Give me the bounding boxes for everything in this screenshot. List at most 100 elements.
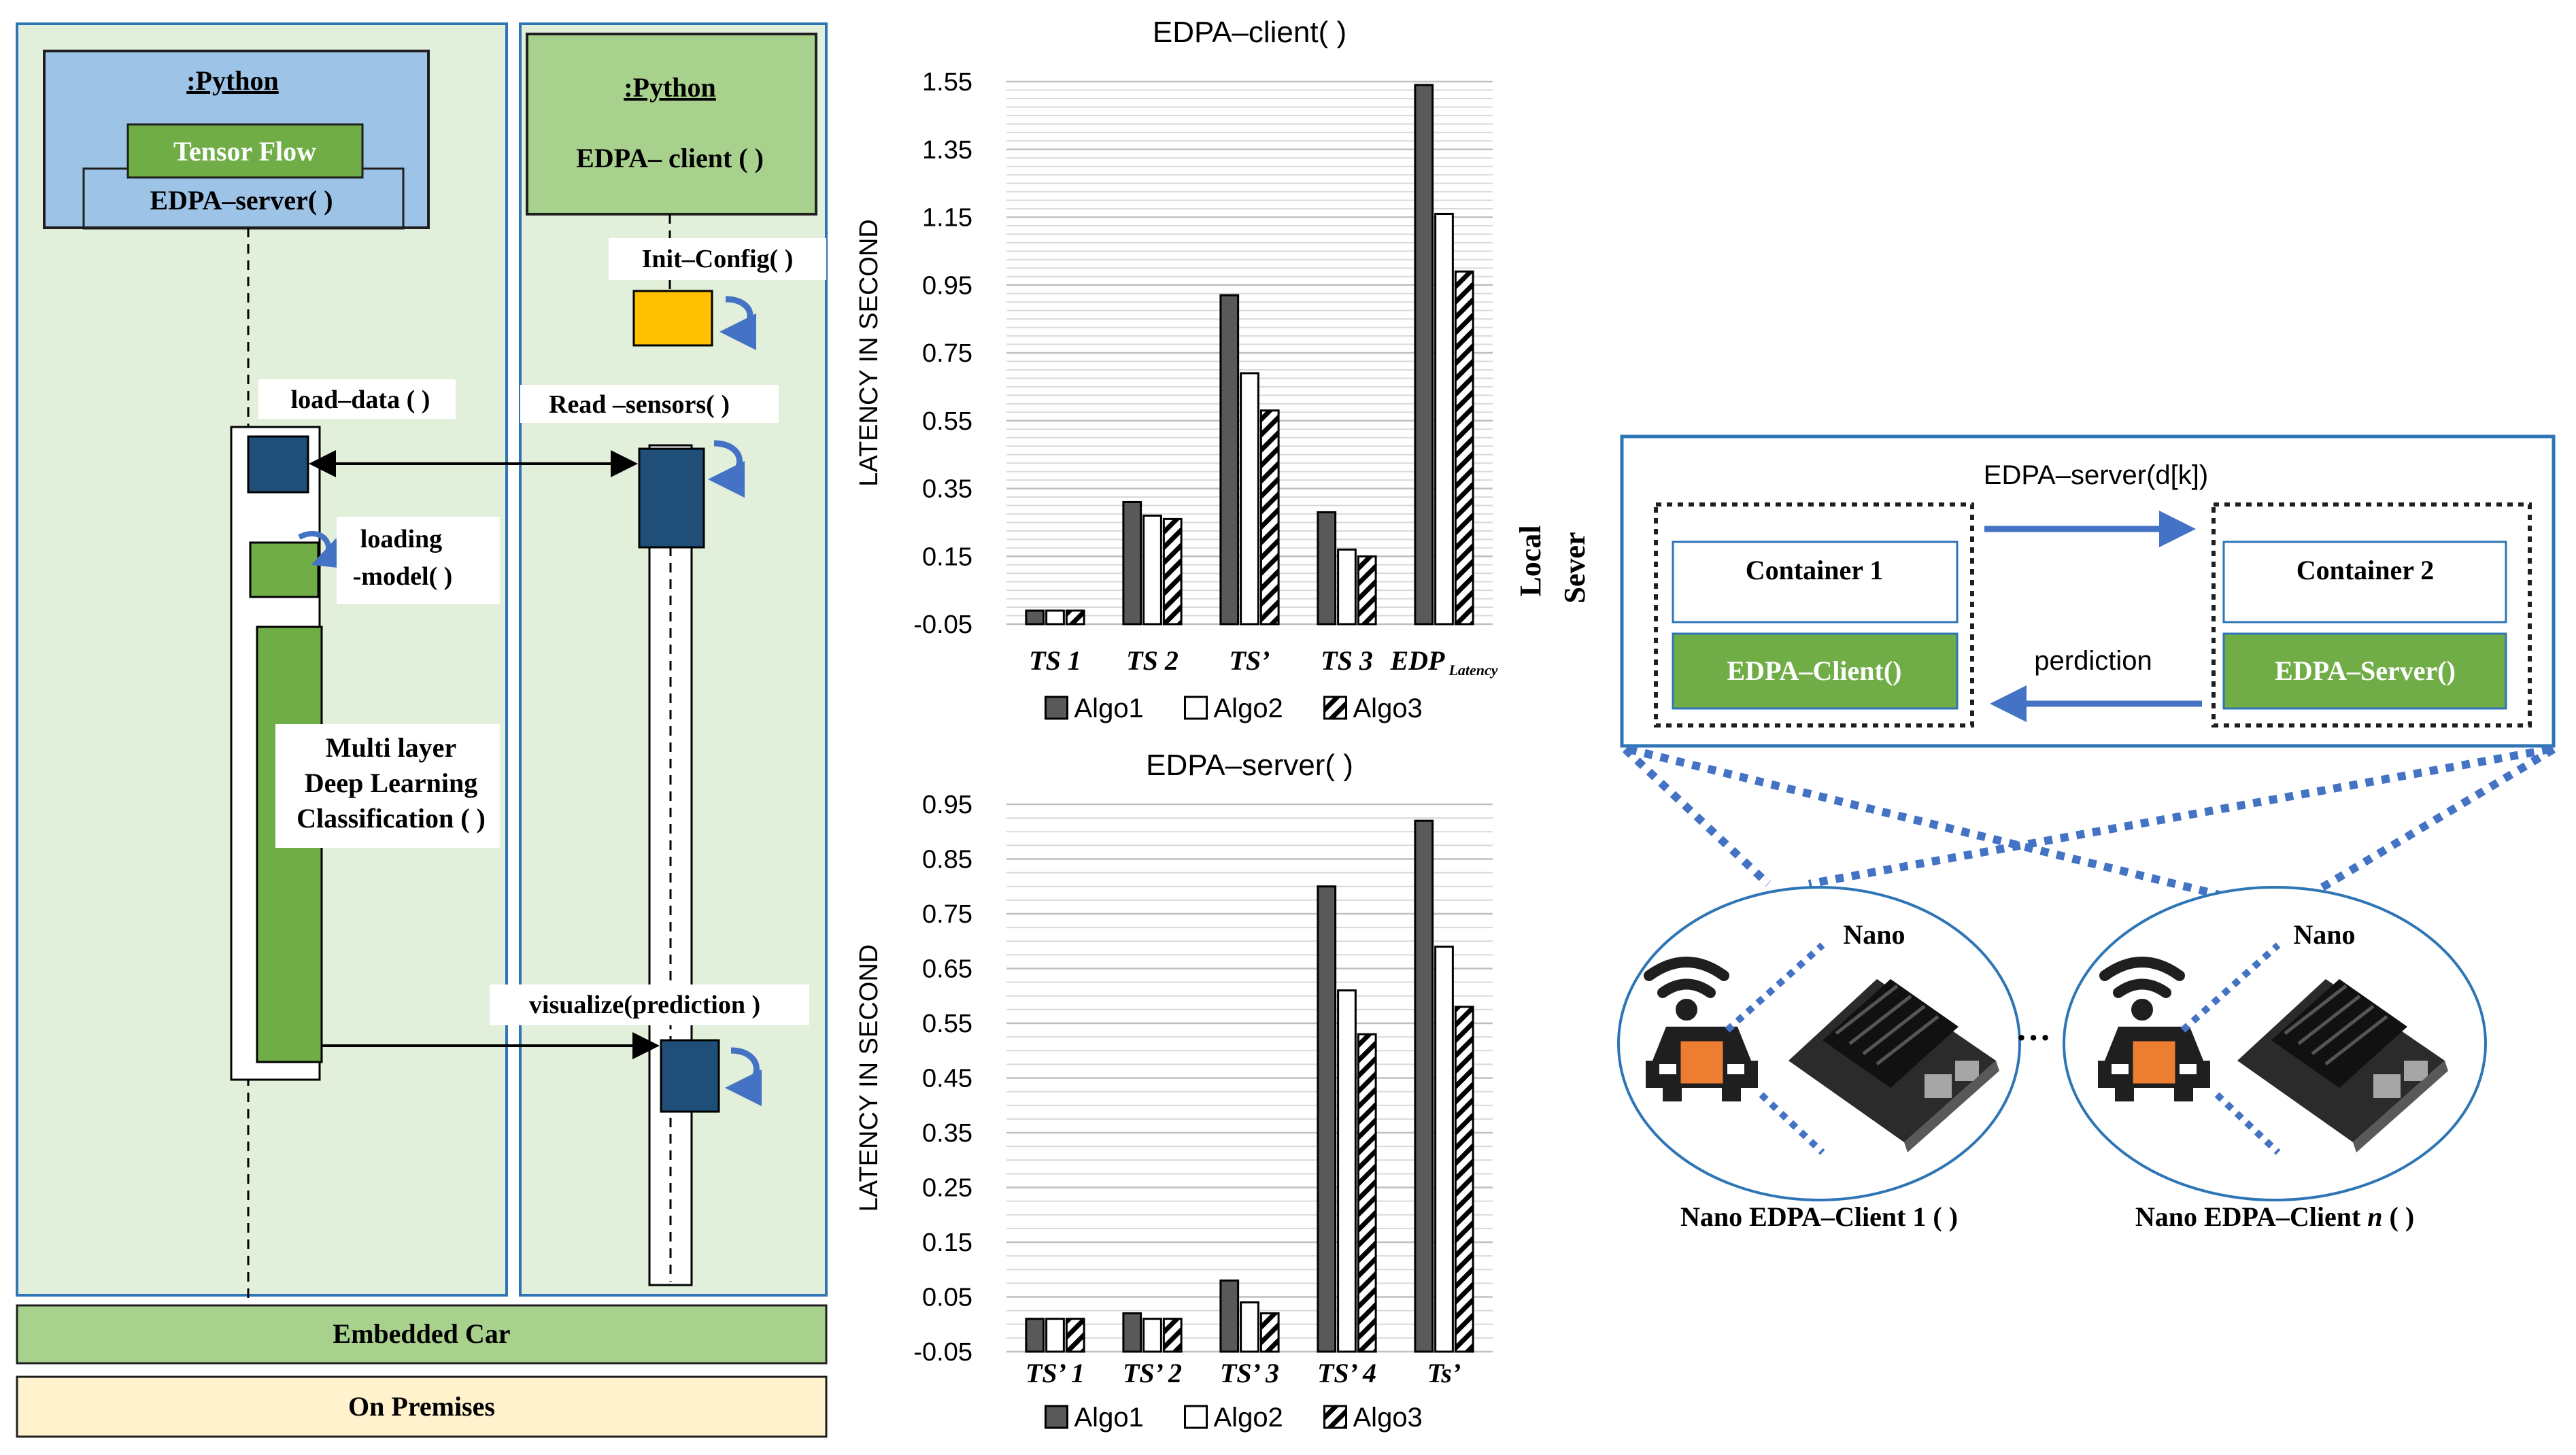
- client-app-label: EDPA–Client(): [1727, 655, 1902, 686]
- init-config-label-bg: [609, 238, 826, 280]
- bar-algo1: [1317, 885, 1337, 1353]
- embedded-car-label: Embedded Car: [333, 1318, 510, 1349]
- x-category-label: TS’ 3: [1220, 1358, 1279, 1388]
- bar-algo3: [1162, 1318, 1183, 1353]
- init-config-label: Init–Config( ): [642, 245, 794, 273]
- y-tick-label: 0.75: [922, 339, 972, 368]
- bar-algo2: [1142, 514, 1162, 626]
- nano-label-1: Nano: [1843, 919, 1905, 950]
- bar-algo2: [1337, 989, 1357, 1353]
- nano-label-n: Nano: [2293, 919, 2355, 950]
- sever-label: Sever: [1558, 532, 1591, 603]
- legend-label: Algo2: [1214, 1403, 1283, 1433]
- on-premises-label: On Premises: [348, 1391, 495, 1422]
- bar-algo3: [1259, 1312, 1280, 1353]
- visualize-self-arrow: [725, 1047, 762, 1106]
- chart-title: EDPA–client( ): [1153, 16, 1346, 49]
- loading-model-self-arrow: [298, 530, 348, 569]
- legend-swatch: [1323, 1405, 1347, 1429]
- tensorflow-label: Tensor Flow: [173, 136, 316, 167]
- container-1-label: Container 1: [1746, 555, 1884, 585]
- client-n-label: Nano EDPA–Client n ( ): [2135, 1201, 2414, 1232]
- y-tick-label: -0.05: [913, 611, 972, 639]
- edpa-client-label: EDPA– client ( ): [576, 143, 764, 173]
- y-tick-label: 1.35: [922, 136, 972, 165]
- y-tick-label: 0.35: [922, 1119, 972, 1148]
- bar-algo2: [1337, 548, 1357, 626]
- car-processor-icon-n: [2131, 1039, 2177, 1086]
- jetson-nano-board-icon-n: [2237, 979, 2448, 1152]
- bar-algo2: [1142, 1318, 1162, 1353]
- init-config-box: [632, 290, 713, 347]
- client-header-box: [526, 33, 817, 216]
- deep-learning-label-bg: [275, 724, 500, 848]
- visualize-label: visualize(prediction ): [529, 991, 760, 1019]
- y-tick-label: 0.35: [922, 475, 972, 504]
- local-server-title: EDPA–server(d[k]): [1984, 460, 2208, 490]
- x-category-label: TS’ 4: [1317, 1358, 1376, 1388]
- y-axis-label: LATENCY IN SECOND: [855, 219, 883, 486]
- chart-title: EDPA–server( ): [1146, 749, 1353, 782]
- bar-algo2: [1434, 213, 1454, 626]
- bar-algo3: [1357, 1033, 1377, 1353]
- visualize-label-bg: [490, 985, 809, 1025]
- wifi-icon: [1644, 957, 1729, 1021]
- y-tick-label: 0.15: [922, 543, 972, 571]
- loading-model-label-bg: [337, 517, 500, 604]
- x-category-label: TS 2: [1126, 645, 1179, 676]
- load-data-label-bg: [258, 379, 456, 419]
- deep-learning-label-3: Classification ( ): [296, 803, 486, 834]
- local-label: Local: [1514, 525, 1547, 596]
- legend-label: Algo3: [1353, 694, 1423, 723]
- y-tick-label: 0.45: [922, 1065, 972, 1093]
- client-python-label: :Python: [624, 72, 716, 103]
- y-tick-label: 0.95: [922, 791, 972, 819]
- y-tick-label: -0.05: [913, 1338, 972, 1367]
- x-category-label: TS 1: [1029, 645, 1081, 676]
- bar-algo3: [1162, 517, 1183, 626]
- read-sensors-label-bg: [520, 385, 779, 423]
- embedded-car-bar: [16, 1304, 828, 1365]
- bar-algo2: [1434, 945, 1454, 1353]
- connection-lines: [1622, 745, 2556, 908]
- read-sensors-self-arrow: [708, 440, 745, 498]
- legend-label: Algo3: [1353, 1403, 1423, 1433]
- read-sensors-label: Read –sensors( ): [549, 390, 730, 419]
- container-2-box: [2222, 541, 2507, 623]
- loading-label: loading: [360, 525, 442, 553]
- sequence-diagram: :Python Tensor Flow EDPA–server( ) :Pyth…: [16, 22, 828, 1438]
- read-sensors-box: [638, 447, 705, 549]
- client-1-label: Nano EDPA–Client 1 ( ): [1680, 1201, 1958, 1232]
- bar-algo2: [1240, 372, 1259, 626]
- x-category-label: Ts’: [1427, 1358, 1461, 1388]
- y-axis-label: LATENCY IN SECOND: [855, 944, 883, 1212]
- y-tick-label: 1.15: [922, 204, 972, 233]
- y-tick-label: 0.65: [922, 955, 972, 984]
- legend-swatch: [1045, 696, 1068, 720]
- init-config-self-arrow: [719, 296, 757, 350]
- x-category-label: TS’ 1: [1026, 1358, 1085, 1388]
- server-latency-chart: EDPA–server( )0.950.850.750.650.550.450.…: [855, 749, 1493, 1433]
- y-tick-label: 0.75: [922, 900, 972, 929]
- server-app-label: EDPA–Server(): [2275, 655, 2456, 686]
- container-2-dotted: [2211, 502, 2532, 728]
- load-data-label: load–data ( ): [291, 386, 430, 414]
- x-category-label: TS’ 2: [1123, 1358, 1182, 1388]
- bar-algo3: [1259, 409, 1280, 626]
- container-2-label: Container 2: [2297, 555, 2435, 585]
- x-category-label: TS’: [1230, 645, 1270, 676]
- ellipsis-label: …: [2016, 1010, 2051, 1048]
- bar-algo3: [1357, 555, 1377, 626]
- container-1-box: [1672, 541, 1959, 623]
- client-latency-chart: EDPA–client( )1.551.351.150.950.750.550.…: [855, 16, 1498, 723]
- client-app-box: [1672, 632, 1959, 710]
- car-icon: [1646, 1027, 1758, 1101]
- bar-algo1: [1317, 511, 1337, 626]
- x-category-label: TS 3: [1321, 645, 1373, 676]
- bar-algo3: [1454, 270, 1474, 626]
- bar-algo2: [1240, 1301, 1259, 1353]
- visualize-box: [660, 1039, 720, 1113]
- bar-algo1: [1122, 1312, 1142, 1353]
